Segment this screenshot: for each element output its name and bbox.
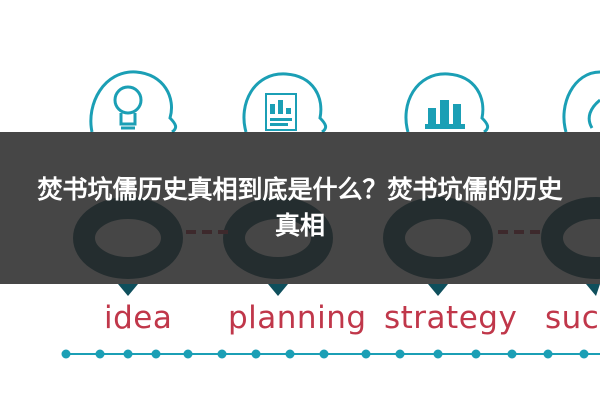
head-success [562,70,600,133]
report-chart-icon [265,93,297,131]
pointer-strategy [428,284,448,296]
head-strategy [404,72,490,134]
head-planning [242,72,328,134]
head-idea [89,70,178,134]
pointer-idea [118,284,138,296]
pointer-success [586,284,600,296]
title-banner: 焚书坑儒历史真相到底是什么？焚书坑儒的历史真相 [0,132,600,284]
timeline-dots [61,349,589,359]
step-label-success: succ [545,300,600,336]
pointer-planning [268,284,288,296]
chess-pieces-icon [425,100,465,129]
step-label-planning: planning [228,300,367,336]
step-label-strategy: strategy [384,300,518,336]
banner-title: 焚书坑儒历史真相到底是什么？焚书坑儒的历史真相 [37,175,563,240]
step-label-idea: idea [104,300,173,336]
lightbulb-icon [113,85,143,130]
